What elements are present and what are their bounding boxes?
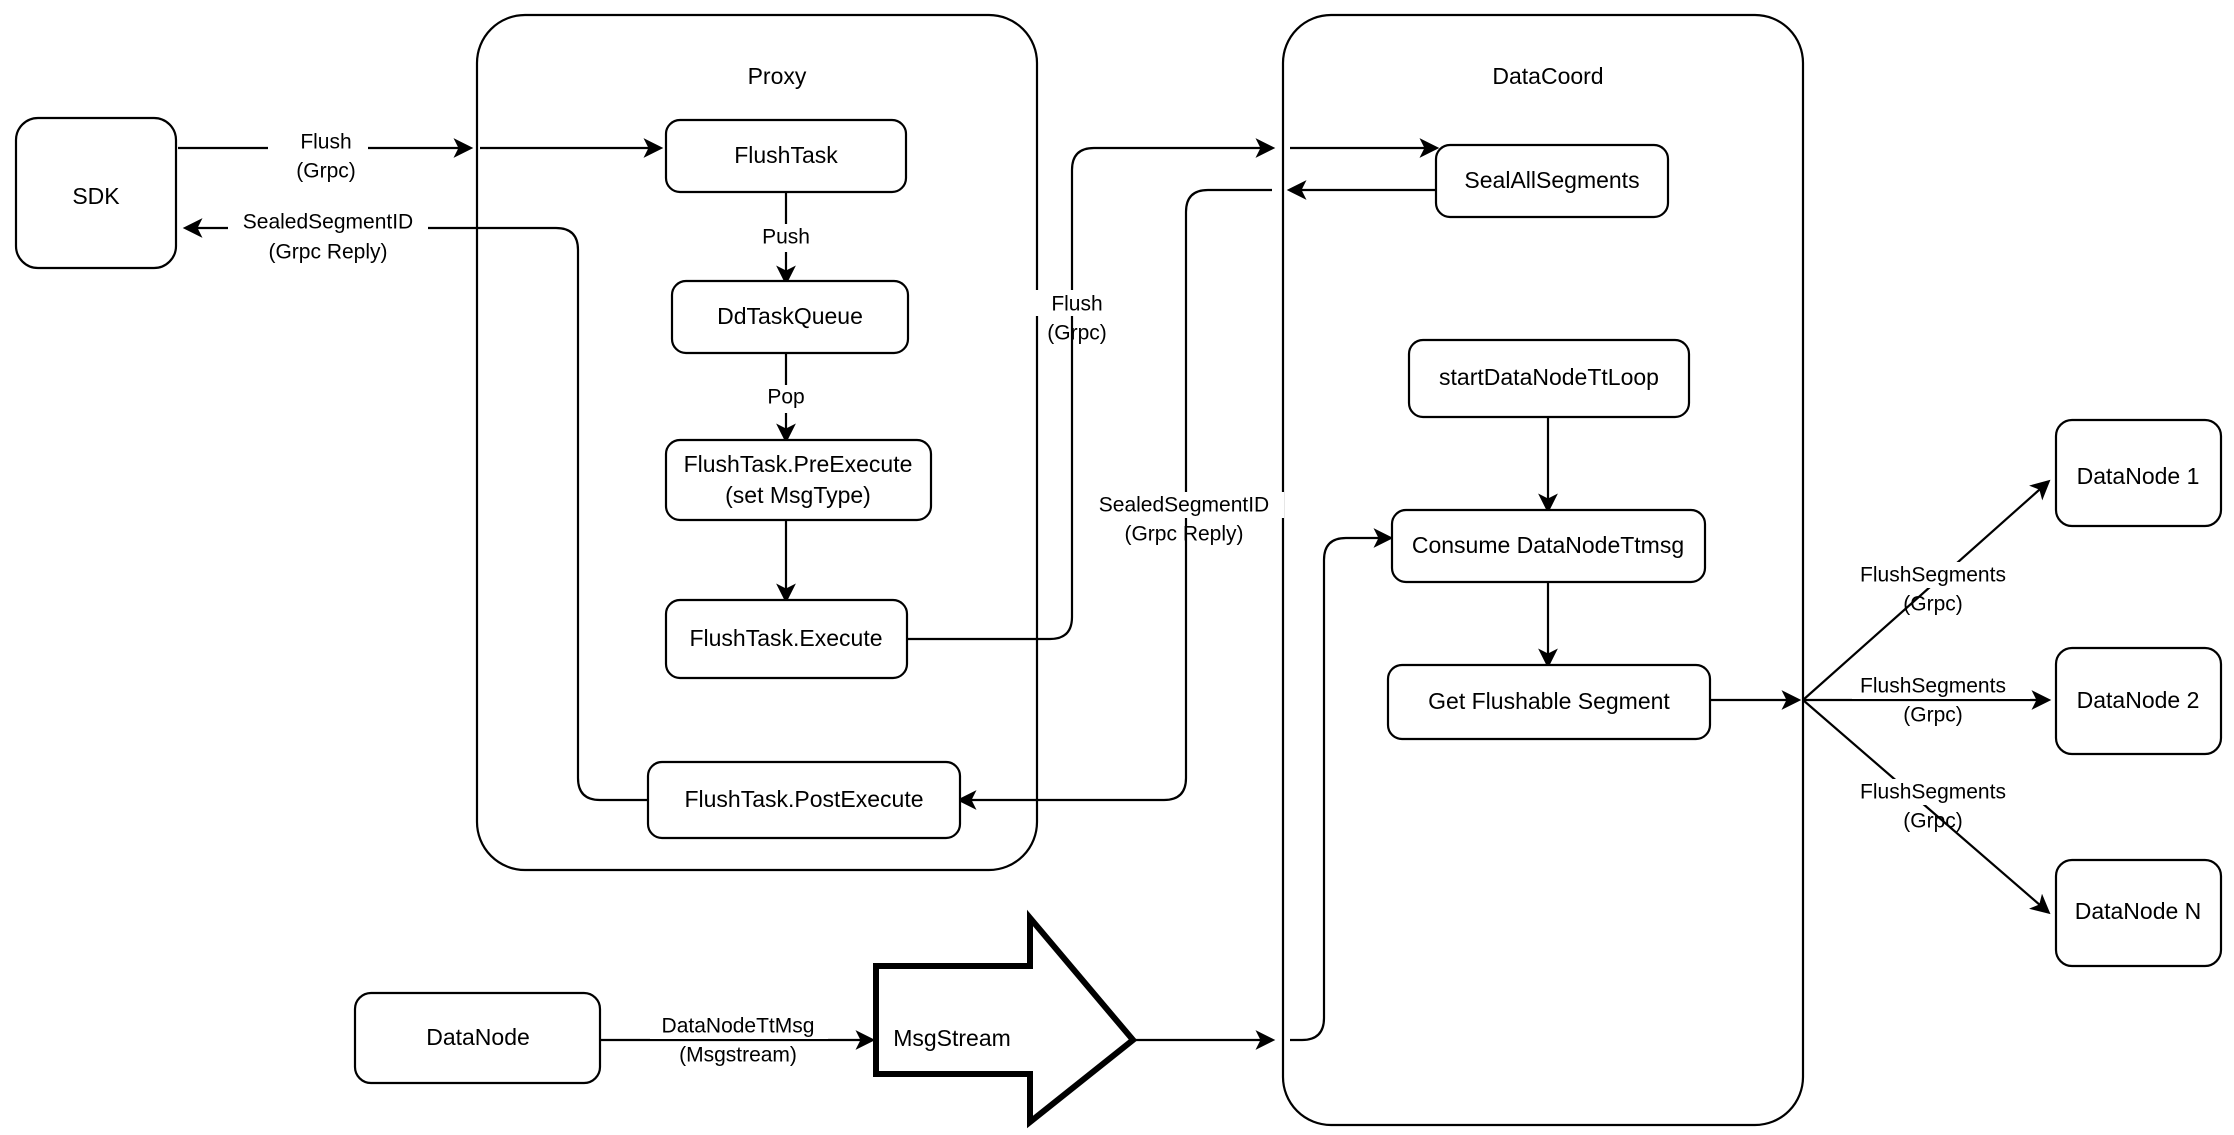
datanode-2-box[interactable] xyxy=(2054,646,2223,756)
datanode-1-box[interactable] xyxy=(2054,418,2223,528)
node-datanode-source[interactable]: DataNode xyxy=(353,991,602,1085)
edge-label-datanode-ttmsg: DataNodeTtMsg (Msgstream) xyxy=(650,1013,828,1067)
preexecute-box[interactable] xyxy=(664,438,933,522)
proxy-title: Proxy xyxy=(748,63,807,89)
flush-segments-1-label-line1: FlushSegments xyxy=(1860,564,2006,587)
flush-segments-2-label-line2: (Grpc) xyxy=(1903,704,1963,727)
edge-postexecute-to-sdk xyxy=(182,218,648,802)
datanode-1-label: DataNode 1 xyxy=(2077,463,2200,489)
coord-to-proxy-label-line1: SealedSegmentID xyxy=(1099,494,1269,517)
execute-box[interactable] xyxy=(664,598,909,680)
postexecute-label: FlushTask.PostExecute xyxy=(684,786,923,812)
group-datacoord: DataCoord xyxy=(1281,13,1805,1127)
seal-all-segments-box[interactable] xyxy=(1434,143,1670,219)
sdk-label: SDK xyxy=(72,183,120,209)
node-start-datanode-tt-loop[interactable]: startDataNodeTtLoop xyxy=(1407,338,1691,419)
node-datanode-n[interactable]: DataNode N xyxy=(2054,858,2223,968)
start-datanode-tt-loop-box[interactable] xyxy=(1407,338,1691,419)
edge-junction-to-datanode-n xyxy=(1802,699,2051,915)
datanode-n-label: DataNode N xyxy=(2075,898,2202,924)
node-flush-task-postexecute[interactable]: FlushTask.PostExecute xyxy=(646,760,962,840)
datanode-2-label: DataNode 2 xyxy=(2077,687,2200,713)
proxy-to-sdk-label-line2: (Grpc Reply) xyxy=(268,241,387,264)
datanode-ttmsg-label-line1: DataNodeTtMsg xyxy=(662,1015,815,1038)
sdk-box[interactable] xyxy=(14,116,178,270)
preexecute-label-line2: (set MsgType) xyxy=(725,482,871,508)
datanode-n-box[interactable] xyxy=(2054,858,2223,968)
edge-label-push: Push xyxy=(750,224,822,252)
node-datanode-2[interactable]: DataNode 2 xyxy=(2054,646,2223,756)
node-datanode-1[interactable]: DataNode 1 xyxy=(2054,418,2223,528)
edge-label-flush-segments-n: FlushSegments (Grpc) xyxy=(1852,779,2030,833)
node-get-flushable-segment[interactable]: Get Flushable Segment xyxy=(1386,663,1712,741)
proxy-to-sdk-label-line1: SealedSegmentID xyxy=(243,211,413,234)
edge-junction-to-datanode-1 xyxy=(1802,479,2051,701)
edge-label-proxy-to-coord: Flush (Grpc) xyxy=(1030,290,1122,345)
node-consume-datanode-ttmsg[interactable]: Consume DataNodeTtmsg xyxy=(1390,508,1707,584)
datacoord-container xyxy=(1281,13,1805,1127)
get-flushable-segment-label: Get Flushable Segment xyxy=(1428,688,1670,714)
edge-label-flush-segments-2: FlushSegments (Grpc) xyxy=(1852,673,2030,727)
sdk-to-proxy-label-line1: Flush xyxy=(300,131,351,154)
group-proxy: Proxy xyxy=(475,13,1039,872)
start-datanode-tt-loop-label: startDataNodeTtLoop xyxy=(1439,364,1659,390)
proxy-container xyxy=(475,13,1039,872)
consume-datanode-ttmsg-label: Consume DataNodeTtmsg xyxy=(1412,532,1684,558)
node-dd-task-queue[interactable]: DdTaskQueue xyxy=(670,279,910,355)
seal-all-segments-label: SealAllSegments xyxy=(1464,167,1639,193)
edge-label-flush-segments-1: FlushSegments (Grpc) xyxy=(1852,562,2030,616)
msgstream-label: MsgStream xyxy=(893,1025,1011,1051)
coord-to-proxy-label-line2: (Grpc Reply) xyxy=(1124,523,1243,546)
node-seal-all-segments[interactable]: SealAllSegments xyxy=(1434,143,1670,219)
flush-segments-1-label-line2: (Grpc) xyxy=(1903,593,1963,616)
preexecute-label-line1: FlushTask.PreExecute xyxy=(684,451,913,477)
node-flush-task[interactable]: FlushTask xyxy=(664,118,908,194)
node-msgstream[interactable]: MsgStream xyxy=(873,909,1138,1129)
push-label: Push xyxy=(762,226,810,249)
execute-label: FlushTask.Execute xyxy=(689,625,882,651)
edge-label-coord-to-proxy: SealedSegmentID (Grpc Reply) xyxy=(1088,492,1284,546)
postexecute-box[interactable] xyxy=(646,760,962,840)
flush-segments-n-label-line1: FlushSegments xyxy=(1860,781,2006,804)
flush-task-label: FlushTask xyxy=(734,142,838,168)
edge-label-sdk-to-proxy: Flush (Grpc) xyxy=(268,126,368,183)
msgstream-shape[interactable] xyxy=(873,909,1138,1129)
datanode-source-label: DataNode xyxy=(426,1024,530,1050)
dd-task-queue-label: DdTaskQueue xyxy=(717,303,863,329)
dd-task-queue-box[interactable] xyxy=(670,279,910,355)
datacoord-title: DataCoord xyxy=(1492,63,1603,89)
flush-segments-2-label-line1: FlushSegments xyxy=(1860,675,2006,698)
flush-task-box[interactable] xyxy=(664,118,908,194)
pop-label: Pop xyxy=(767,386,804,409)
node-sdk[interactable]: SDK xyxy=(14,116,178,270)
edge-execute-to-sealallsegments-out xyxy=(907,138,1276,641)
sdk-to-proxy-label-line2: (Grpc) xyxy=(296,160,356,183)
datanode-ttmsg-label-line2: (Msgstream) xyxy=(679,1044,797,1067)
consume-datanode-ttmsg-box[interactable] xyxy=(1390,508,1707,584)
flush-segments-n-label-line2: (Grpc) xyxy=(1903,810,1963,833)
get-flushable-segment-box[interactable] xyxy=(1386,663,1712,741)
node-flush-task-preexecute[interactable]: FlushTask.PreExecute (set MsgType) xyxy=(664,438,933,522)
datanode-source-box[interactable] xyxy=(353,991,602,1085)
edge-label-pop: Pop xyxy=(752,385,818,413)
edge-coordborder-to-consume xyxy=(1290,528,1394,1042)
proxy-to-coord-label-line2: (Grpc) xyxy=(1047,322,1107,345)
edge-label-proxy-to-sdk: SealedSegmentID (Grpc Reply) xyxy=(228,207,428,264)
proxy-to-coord-label-line1: Flush xyxy=(1051,293,1102,316)
node-flush-task-execute[interactable]: FlushTask.Execute xyxy=(664,598,909,680)
